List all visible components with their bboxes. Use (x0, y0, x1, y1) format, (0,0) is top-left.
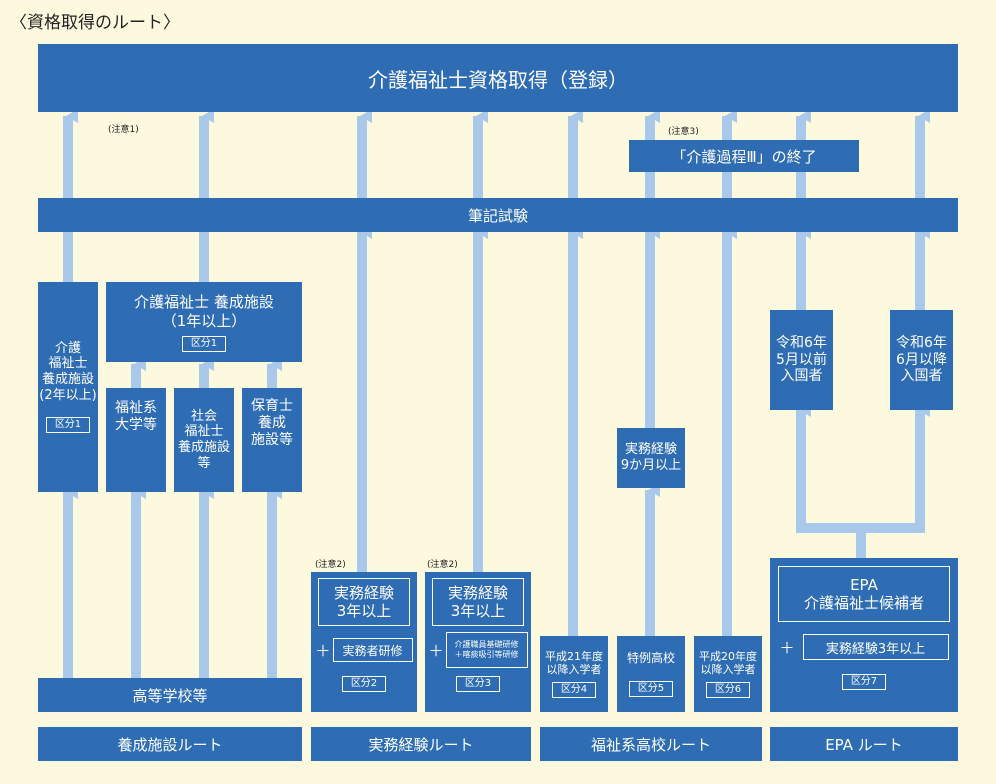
experience-9month-line: 実務経験 (624, 442, 677, 458)
kiso-kakutan-training-box: 介護職員基礎研修 ＋喀痰吸引等研修 (445, 632, 528, 668)
kubun-badge: 区分4 (551, 682, 597, 699)
kubun-badge: 区分5 (628, 681, 674, 698)
kubun5-line: 特例高校 (626, 650, 675, 665)
shakai-fukushi-line: 社会 (190, 408, 217, 424)
shakai-fukushi-box: 社会 福祉士 養成施設 等 (174, 388, 234, 492)
training-line: ＋喀痰吸引等研修 (454, 650, 519, 659)
route-epa: EPA ルート (770, 727, 958, 761)
epa-after-line: 入国者 (900, 368, 943, 385)
epa-before-may-box: 令和6年 5月以前 入国者 (770, 310, 833, 410)
arrow (796, 403, 866, 558)
jitsumu-kubun3-box: 実務経験 3年以上 ＋ 介護職員基礎研修 ＋喀痰吸引等研修 区分3 (425, 572, 531, 712)
route-yosei: 養成施設ルート (38, 727, 302, 761)
epa-before-line: 令和6年 (776, 334, 827, 351)
kubun-badge: 区分6 (705, 682, 751, 699)
registration-box: 介護福祉士資格取得（登録） (38, 44, 958, 112)
exam-box: 筆記試験 (38, 198, 958, 232)
yosei-2yr-line: 養成施設 (41, 372, 94, 387)
epa-label: EPA (850, 576, 878, 594)
epa-after-line: 令和6年 (896, 334, 947, 351)
plus-sign: ＋ (315, 641, 331, 660)
route-fukushi-high-school: 福祉系高校ルート (540, 727, 762, 761)
kubun4-line: 以降入学者 (546, 663, 602, 676)
shakai-fukushi-line: 福祉士 (184, 424, 224, 440)
plus-sign: ＋ (428, 641, 444, 660)
route-jitsumu: 実務経験ルート (311, 727, 531, 761)
registration-label: 介護福祉士資格取得（登録） (368, 67, 628, 92)
kubun6-box: 平成20年度 以降入学者 区分6 (694, 636, 762, 712)
experience-3yr-box: 実務経験 3年以上 (432, 578, 524, 626)
page-title: 〈資格取得のルート〉 (10, 13, 180, 33)
fukushi-university-box: 福祉系 大学等 (106, 388, 166, 492)
epa-experience-box: 実務経験3年以上 (802, 634, 949, 660)
kubun6-line: 以降入学者 (700, 663, 756, 676)
epa-before-line: 入国者 (780, 368, 823, 385)
yosei-2yr-box: 介護 福祉士 養成施設 (2年以上) 区分1 (38, 282, 98, 492)
yosei-1yr-duration: （1年以上） (161, 312, 247, 330)
high-school-box: 高等学校等 (38, 678, 302, 712)
exam-label: 筆記試験 (467, 206, 528, 225)
yosei-2yr-line: 福祉士 (48, 356, 88, 372)
note-3: (注意3) (668, 127, 699, 137)
kubun-badge: 区分1 (45, 417, 91, 434)
high-school-label: 高等学校等 (132, 686, 208, 705)
yosei-1yr-box: 介護福祉士 養成施設 （1年以上） 区分1 (106, 282, 302, 362)
epa-before-line: 5月以前 (776, 351, 827, 368)
kubun-badge: 区分1 (181, 335, 227, 352)
course3-label: 「介護過程Ⅲ」の終了 (671, 147, 817, 166)
hoikushi-line: 施設等 (251, 431, 293, 448)
training-row: ＋ 介護職員基礎研修 ＋喀痰吸引等研修 (428, 632, 528, 668)
jitsumusha-training-box: 実務者研修 (332, 638, 413, 662)
shakai-fukushi-line: 等 (197, 455, 211, 471)
shakai-fukushi-line: 養成施設 (177, 440, 230, 455)
experience-line: 3年以上 (336, 602, 392, 620)
note-1: (注意1) (108, 125, 139, 135)
kubun5-box: 特例高校 区分5 (617, 636, 685, 712)
yosei-2yr-line: (2年以上) (39, 387, 97, 403)
kubun4-line: 平成21年度 (545, 649, 603, 663)
experience-9month-line: 9か月以上 (620, 458, 682, 473)
experience-9month-box: 実務経験 9か月以上 (617, 428, 685, 488)
jitsumu-kubun2-box: 実務経験 3年以上 ＋ 実務者研修 区分2 (311, 572, 417, 712)
epa-experience-row: ＋ 実務経験3年以上 (779, 634, 949, 660)
hoikushi-line: 養成 (258, 414, 286, 431)
epa-after-line: 6月以降 (896, 351, 947, 368)
hoikushi-line: 保育士 (251, 398, 293, 414)
experience-line: 実務経験 (447, 584, 508, 602)
experience-line: 実務経験 (333, 584, 394, 602)
plus-sign: ＋ (779, 638, 795, 657)
kubun-badge: 区分2 (341, 676, 387, 692)
kubun-badge: 区分3 (455, 676, 501, 692)
fukushi-university-line: 大学等 (115, 416, 157, 433)
yosei-1yr-title: 介護福祉士 養成施設 (134, 292, 274, 311)
epa-candidate-box: EPA 介護福祉士候補者 ＋ 実務経験3年以上 区分7 (770, 558, 958, 712)
epa-after-june-box: 令和6年 6月以降 入国者 (890, 310, 953, 410)
fukushi-university-line: 福祉系 (115, 400, 157, 416)
kubun-badge: 区分7 (841, 674, 887, 690)
course3-box: 「介護過程Ⅲ」の終了 (629, 140, 859, 172)
training-row: ＋ 実務者研修 (315, 638, 413, 662)
yosei-2yr-line: 介護 (54, 340, 81, 356)
training-line: 介護職員基礎研修 (454, 640, 519, 650)
epa-candidate-label: 介護福祉士候補者 (803, 594, 924, 612)
note-2: (注意2) (315, 560, 346, 570)
experience-3yr-box: 実務経験 3年以上 (318, 578, 410, 626)
experience-line: 3年以上 (450, 602, 506, 620)
note-2: (注意2) (427, 560, 458, 570)
kubun6-line: 平成20年度 (699, 649, 757, 663)
epa-candidate-inner: EPA 介護福祉士候補者 (778, 566, 950, 622)
kubun4-box: 平成21年度 以降入学者 区分4 (540, 636, 608, 712)
arrow (861, 403, 930, 533)
hoikushi-box: 保育士 養成 施設等 (242, 388, 302, 492)
